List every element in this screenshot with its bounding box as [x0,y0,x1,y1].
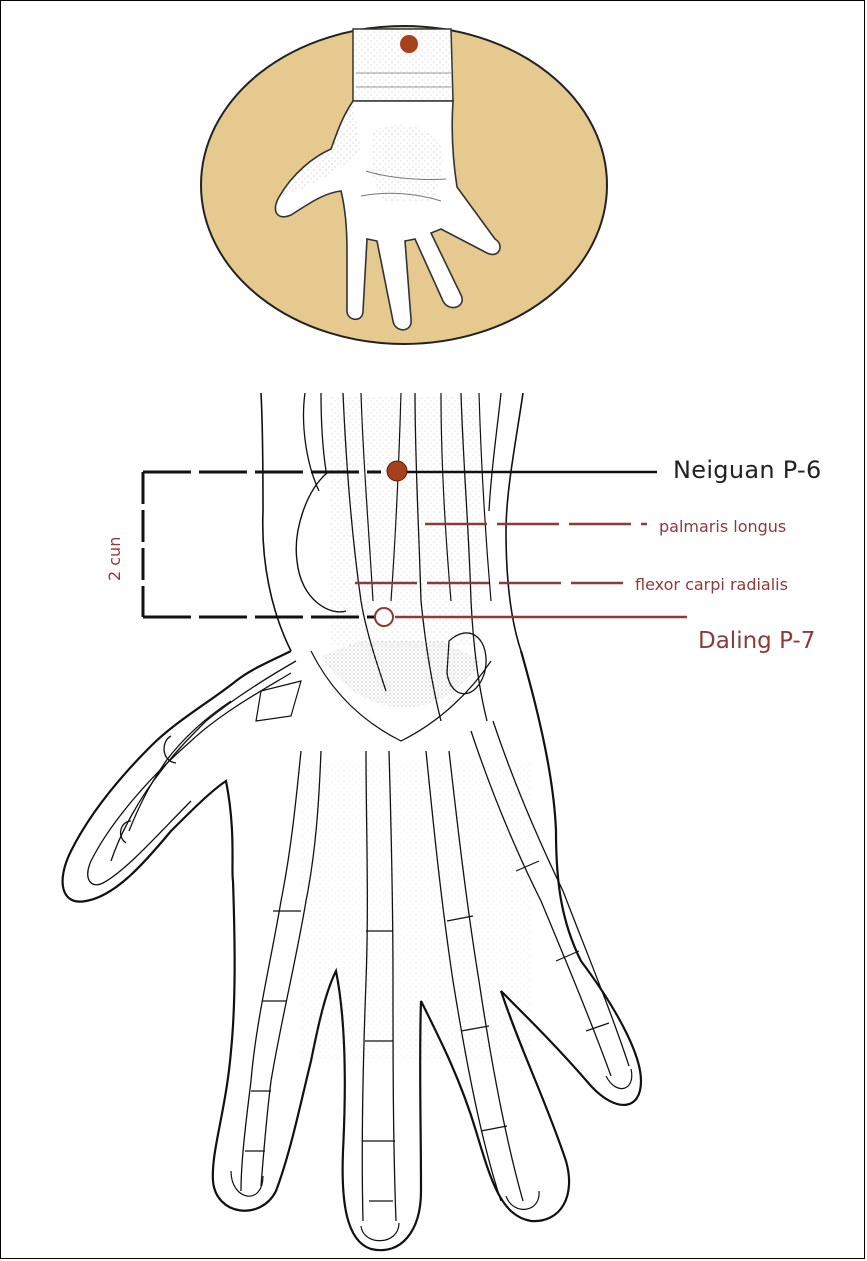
inset-neiguan-dot [400,35,418,53]
neiguan-point [387,461,407,481]
main-hand [63,393,641,1250]
daling-point [375,608,393,626]
cun-measure-label: 2 cun [105,537,124,581]
neiguan-label: Neiguan P-6 [673,456,822,484]
flexor-carpi-radialis-label: flexor carpi radialis [635,575,788,594]
daling-label: Daling P-7 [698,628,815,654]
inset-hand-view [201,26,607,344]
palmaris-longus-label: palmaris longus [659,517,786,536]
